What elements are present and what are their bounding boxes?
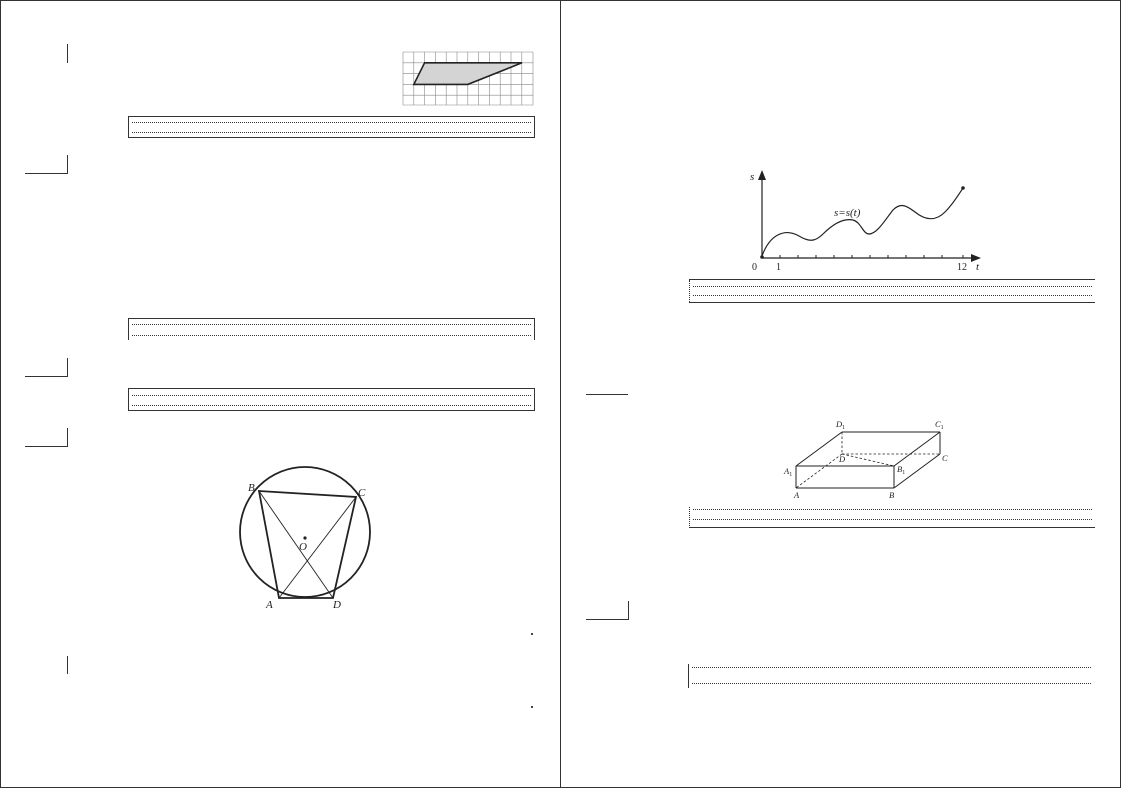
position-time-graph: s t 0 1 12 s=s(t) [750,170,981,273]
answer-box[interactable] [128,318,535,340]
curve-end-point [961,186,965,190]
quadrilateral-ABCD [257,490,358,599]
column-divider [560,0,561,788]
score-box [25,358,68,377]
label-O: O [299,541,307,553]
diagonal-BD [258,490,334,599]
origin-label: 0 [752,262,757,273]
x-axis-arrow [971,254,981,262]
grid-parallelogram-figure [402,51,534,106]
question-marker [67,44,68,63]
score-box [586,601,629,620]
label-A1: A1 [783,466,792,478]
position-curve [761,187,964,257]
question-marker [67,656,68,674]
answer-box[interactable] [689,280,1095,302]
circle-quadrilateral-figure: B C O A D [239,466,371,611]
answer-line-bottom [689,302,1095,303]
tick-label-1: 1 [776,262,781,273]
label-A: A [265,599,273,611]
label-D1: D1 [835,419,845,431]
label-C1: C1 [935,419,944,431]
label-D: D [332,599,341,611]
end-mark [531,633,533,635]
y-axis-arrow [758,170,766,180]
label-C: C [358,487,366,499]
label-B: B [248,482,255,494]
x-axis-label: t [976,261,980,273]
circumcircle [239,466,371,598]
answer-box[interactable] [688,664,1094,688]
score-box [25,428,68,447]
parallelogram-shape [412,62,523,86]
label-B1: B1 [897,464,905,476]
label-D: D [838,454,846,464]
label-B: B [889,490,894,500]
score-box [25,155,68,174]
answer-line-top [689,279,1095,280]
tick-label-12: 12 [957,262,967,273]
answer-box[interactable] [128,116,535,138]
label-C: C [942,453,948,463]
cuboid-figure: D1 C1 D C A1 B1 A B [783,419,948,500]
answer-box[interactable] [689,507,1095,528]
y-axis-label: s [750,171,754,183]
center-point-O [303,536,307,540]
end-mark [531,706,533,708]
answer-box[interactable] [128,388,535,411]
curve-start-point [760,255,764,259]
score-line [586,394,628,395]
curve-label: s=s(t) [834,207,861,219]
diagonal-CA [278,496,357,599]
label-A: A [793,490,800,500]
